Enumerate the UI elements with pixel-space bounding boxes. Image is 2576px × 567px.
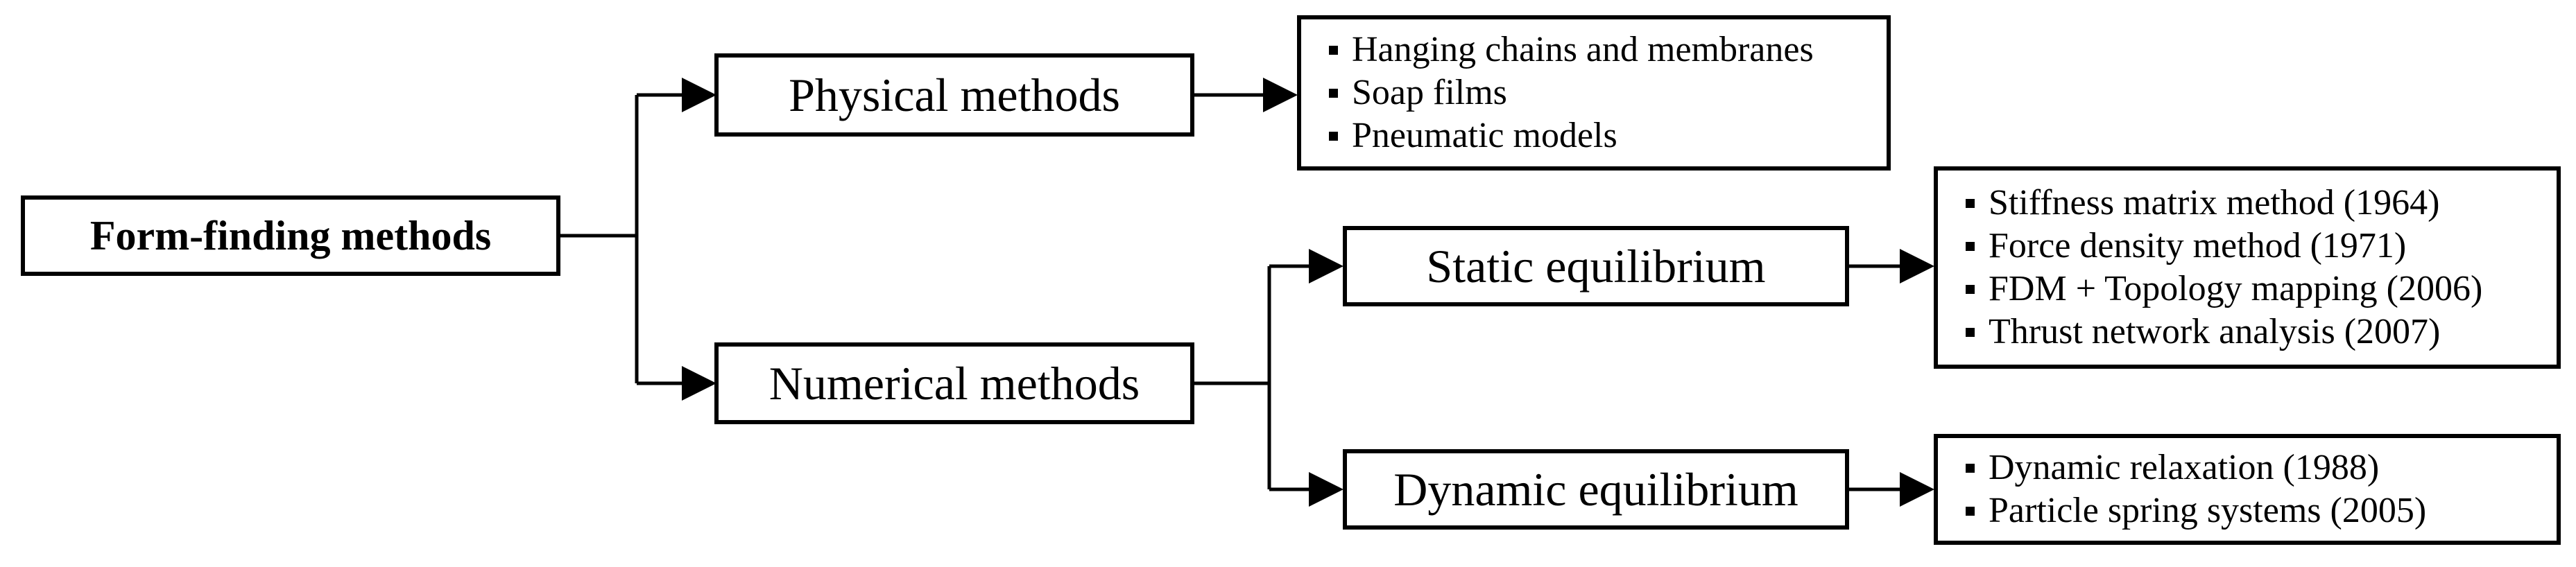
static-equilibrium-node: Static equilibrium (1343, 226, 1849, 306)
physical-methods-node: Physical methods (714, 53, 1194, 137)
list-item: Dynamic relaxation (1988) (1966, 446, 2557, 489)
list-item-text: Force density method (1971) (1989, 226, 2407, 265)
numerical-methods-label: Numerical methods (768, 356, 1140, 410)
root-node: Form-finding methods (21, 195, 560, 276)
bullet-icon (1329, 88, 1338, 98)
list-item: Pneumatic models (1329, 114, 1887, 157)
list-item: Hanging chains and membranes (1329, 28, 1887, 71)
bullet-icon (1966, 327, 1975, 337)
physical-methods-list: Hanging chains and membranes Soap films … (1297, 15, 1891, 171)
bullet-icon (1966, 506, 1975, 516)
list-item-text: Hanging chains and membranes (1352, 30, 1814, 69)
list-item-text: Stiffness matrix method (1964) (1989, 183, 2440, 223)
list-item-text: Particle spring systems (2005) (1989, 491, 2427, 530)
list-item-text: Thrust network analysis (2007) (1989, 312, 2441, 351)
list-item: Particle spring systems (2005) (1966, 489, 2557, 532)
list-item-text: FDM + Topology mapping (2006) (1989, 269, 2483, 308)
bullet-icon (1329, 45, 1338, 55)
list-item: Soap films (1329, 71, 1887, 114)
bullet-icon (1966, 463, 1975, 473)
list-item: Thrust network analysis (2007) (1966, 311, 2557, 354)
bullet-icon (1329, 131, 1338, 141)
list-item-text: Dynamic relaxation (1988) (1989, 448, 2380, 487)
physical-methods-label: Physical methods (789, 68, 1120, 121)
static-methods-list: Stiffness matrix method (1964) Force den… (1934, 166, 2561, 369)
bullet-icon (1966, 284, 1975, 294)
bullet-icon (1966, 241, 1975, 251)
dynamic-methods-list: Dynamic relaxation (1988) Particle sprin… (1934, 434, 2561, 545)
list-item-text: Pneumatic models (1352, 116, 1617, 155)
dynamic-equilibrium-label: Dynamic equilibrium (1393, 462, 1798, 516)
numerical-methods-node: Numerical methods (714, 342, 1194, 424)
root-node-label: Form-finding methods (89, 212, 492, 259)
list-item-text: Soap films (1352, 73, 1507, 112)
static-equilibrium-label: Static equilibrium (1426, 239, 1766, 293)
list-item: FDM + Topology mapping (2006) (1966, 268, 2557, 311)
dynamic-equilibrium-node: Dynamic equilibrium (1343, 449, 1849, 530)
bullet-icon (1966, 198, 1975, 208)
list-item: Force density method (1971) (1966, 225, 2557, 268)
list-item: Stiffness matrix method (1964) (1966, 182, 2557, 225)
